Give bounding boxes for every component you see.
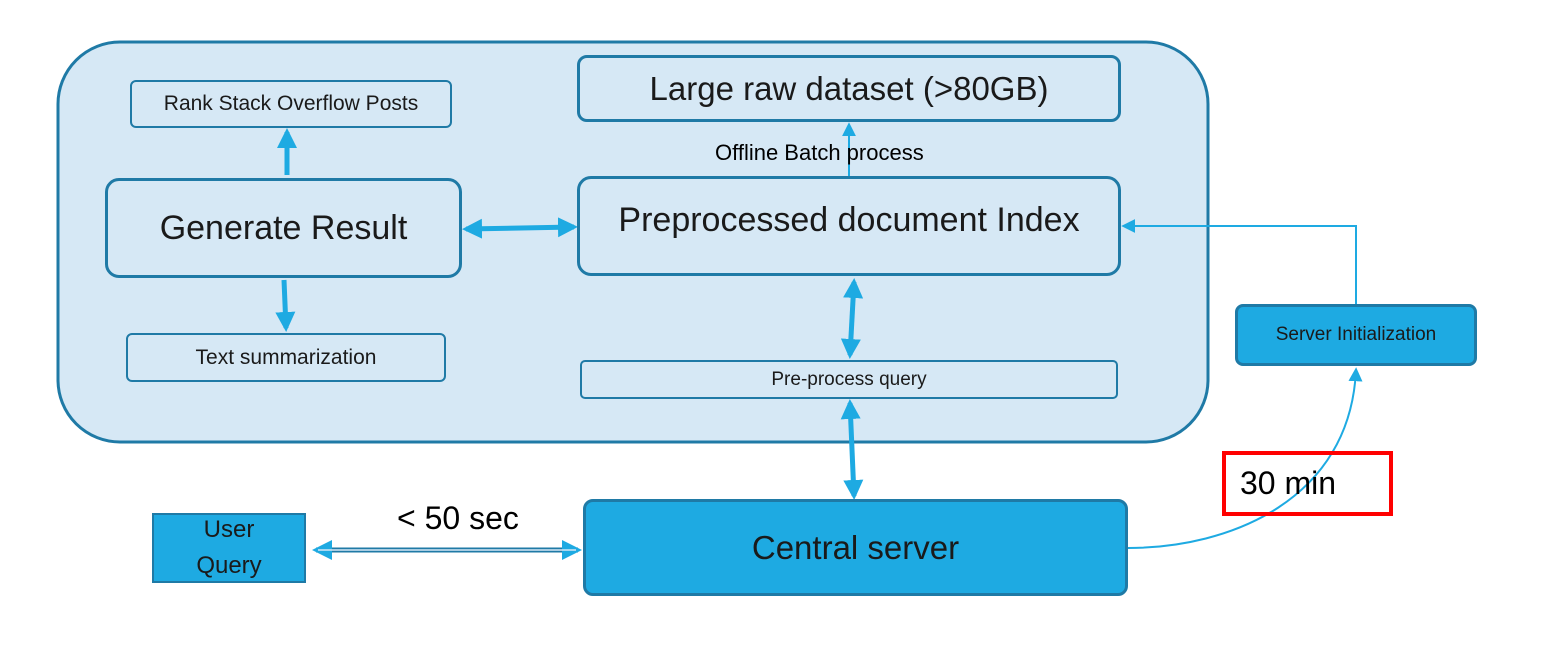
central-server-box: Central server xyxy=(583,499,1128,596)
server-init-box: Server Initialization xyxy=(1235,304,1477,366)
arrow-serverinit-to-index xyxy=(1121,219,1357,304)
document-index-label: Preprocessed document Index xyxy=(618,200,1080,239)
text-summarization-label: Text summarization xyxy=(195,345,377,369)
latency-label: < 50 sec xyxy=(397,500,519,536)
init-time-highlight xyxy=(1222,451,1393,516)
generate-result-label: Generate Result xyxy=(159,208,408,247)
dataset-label: Large raw dataset (>80GB) xyxy=(649,69,1049,107)
preprocess-query-box: Pre-process query xyxy=(580,360,1118,399)
offline-batch-label: Offline Batch process xyxy=(715,140,924,165)
preprocess-query-label: Pre-process query xyxy=(771,368,927,390)
generate-result-box: Generate Result xyxy=(105,178,462,278)
arrow-central-to-serverinit xyxy=(1127,367,1363,549)
user-query-label: User Query xyxy=(196,516,262,579)
central-server-label: Central server xyxy=(751,528,960,566)
rank-posts-label: Rank Stack Overflow Posts xyxy=(163,92,419,115)
arrow-generate-to-summarization xyxy=(275,279,296,332)
text-summarization-box: Text summarization xyxy=(126,333,446,382)
dataset-box: Large raw dataset (>80GB) xyxy=(577,55,1121,122)
document-index-box: Preprocessed document Index xyxy=(577,176,1121,276)
arrow-index-preprocess xyxy=(840,278,864,359)
user-query-box: User Query xyxy=(152,513,306,583)
arrow-preprocess-central xyxy=(840,399,864,500)
init-time-label: 30 min xyxy=(1240,465,1337,501)
server-init-label: Server Initialization xyxy=(1275,324,1437,345)
rank-posts-box: Rank Stack Overflow Posts xyxy=(130,80,452,128)
arrow-generate-index xyxy=(462,217,578,239)
